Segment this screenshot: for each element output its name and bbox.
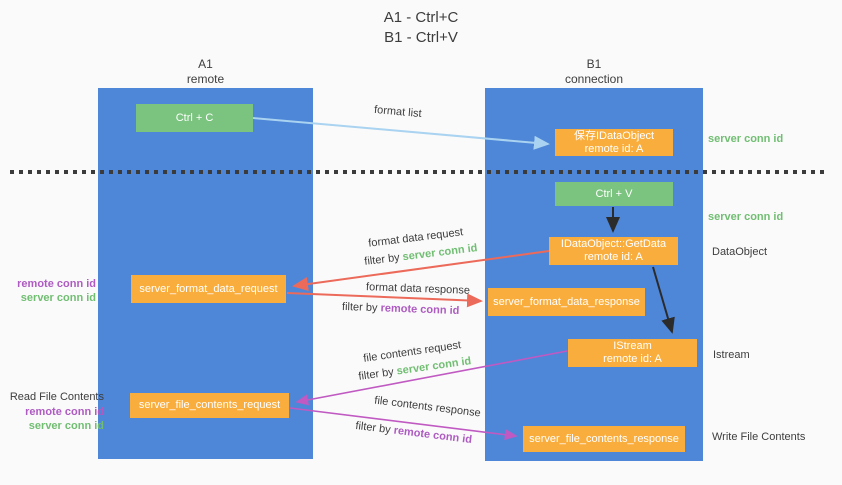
title-line-2: B1 - Ctrl+V [384, 29, 458, 46]
node-server-file-contents-request: server_file_contents_request [130, 393, 289, 418]
node-getdata-line2: remote id: A [584, 251, 643, 263]
node-server-format-data-request: server_format_data_request [131, 275, 286, 303]
label-filter-by-remote-conn-id-1: filter by remote conn id [342, 301, 460, 317]
lifeline-a1-id: A1 [198, 57, 213, 71]
node-ctrl-c-label: Ctrl + C [175, 111, 214, 124]
node-istream-line2: remote id: A [603, 353, 662, 365]
side-label-server-conn-id-top: server conn id [708, 133, 784, 145]
label-filter-by-remote-conn-id-2: filter by remote conn id [355, 420, 473, 446]
remote-conn-id-text: remote conn id [392, 424, 473, 447]
node-save-idataobject: 保存IDataObject remote id: A [555, 129, 673, 156]
lifeline-b1-role: connection [564, 72, 624, 86]
side-label-write-file-contents: Write File Contents [712, 431, 806, 443]
node-istream-line1: IStream [613, 340, 652, 352]
lifeline-header-b1: B1 connection [485, 57, 703, 87]
lifeline-b1-id: B1 [586, 57, 602, 71]
side-label-read-file-contents: Read File Contents [9, 391, 104, 403]
remote-conn-id-text: remote conn id [380, 302, 460, 318]
side-label-server-conn-id-bottom: server conn id [28, 420, 104, 432]
section-divider-dotted-line [10, 170, 824, 174]
diagram-title: A1 - Ctrl+C B1 - Ctrl+V [0, 8, 842, 48]
node-format-response-label: server_format_data_response [493, 295, 640, 308]
node-idataobject-getdata: IDataObject::GetData remote id: A [549, 237, 678, 265]
filter-by-text: filter by [341, 300, 378, 315]
side-label-istream: Istream [713, 349, 750, 361]
filter-by-text: filter by [357, 366, 395, 383]
node-save-idataobject-line2: remote id: A [584, 142, 644, 155]
node-ctrl-v: Ctrl + V [555, 182, 673, 206]
node-server-format-data-response: server_format_data_response [488, 288, 645, 316]
label-file-contents-response: file contents response [373, 394, 482, 420]
side-label-dataobject: DataObject [712, 246, 768, 258]
filter-by-text: filter by [363, 251, 401, 268]
node-format-request-label: server_format_data_request [139, 282, 278, 295]
title-line-1: A1 - Ctrl+C [383, 9, 459, 26]
node-server-file-contents-response: server_file_contents_response [523, 426, 685, 452]
side-label-remote-conn-id-bottom: remote conn id [25, 406, 104, 418]
node-ctrl-c: Ctrl + C [136, 104, 253, 132]
node-getdata-line1: IDataObject::GetData [560, 238, 667, 250]
node-ctrl-v-label: Ctrl + V [595, 187, 633, 200]
node-save-idataobject-line1: 保存IDataObject [573, 129, 655, 142]
server-conn-id-text: server conn id [401, 242, 479, 264]
side-label-server-conn-id-mid: server conn id [708, 211, 784, 223]
side-label-remote-conn-id-left: remote conn id [17, 278, 96, 290]
label-format-data-response: format data response [365, 281, 471, 297]
node-istream: IStream remote id: A [568, 339, 697, 367]
lifeline-a1-role: remote [186, 72, 225, 86]
node-file-request-label: server_file_contents_request [138, 399, 281, 411]
node-file-response-label: server_file_contents_response [529, 432, 679, 445]
label-format-list: format list [373, 103, 423, 121]
filter-by-text: filter by [354, 419, 392, 437]
side-label-server-conn-id-left: server conn id [20, 292, 96, 304]
lifeline-header-a1: A1 remote [98, 57, 313, 87]
